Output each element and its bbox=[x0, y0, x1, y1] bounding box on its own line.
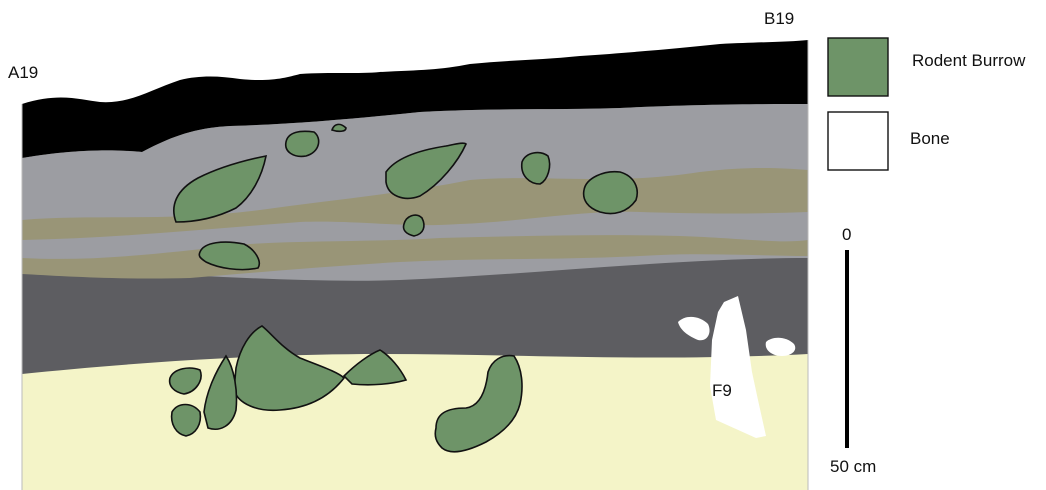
profile-right-label: B19 bbox=[764, 9, 794, 28]
basal-sand-layer bbox=[22, 352, 808, 490]
legend-label-bone: Bone bbox=[910, 129, 950, 148]
legend: Rodent Burrow Bone bbox=[828, 38, 1026, 170]
profile-wall bbox=[22, 40, 808, 490]
scale-top-label: 0 bbox=[842, 225, 851, 244]
legend-swatch-burrow bbox=[828, 38, 888, 96]
profile-left-label: A19 bbox=[8, 63, 38, 82]
feature-label: F9 bbox=[712, 381, 732, 400]
burrow bbox=[332, 124, 346, 131]
burrow bbox=[286, 131, 319, 156]
burrow bbox=[403, 215, 423, 236]
scale-bottom-label: 50 cm bbox=[830, 457, 876, 476]
legend-item-bone: Bone bbox=[828, 112, 950, 170]
legend-label-burrow: Rodent Burrow bbox=[912, 51, 1026, 70]
legend-swatch-bone bbox=[828, 112, 888, 170]
burrow bbox=[584, 172, 638, 214]
scale-bar: 0 50 cm bbox=[830, 225, 876, 476]
legend-item-rodent-burrow: Rodent Burrow bbox=[828, 38, 1026, 96]
